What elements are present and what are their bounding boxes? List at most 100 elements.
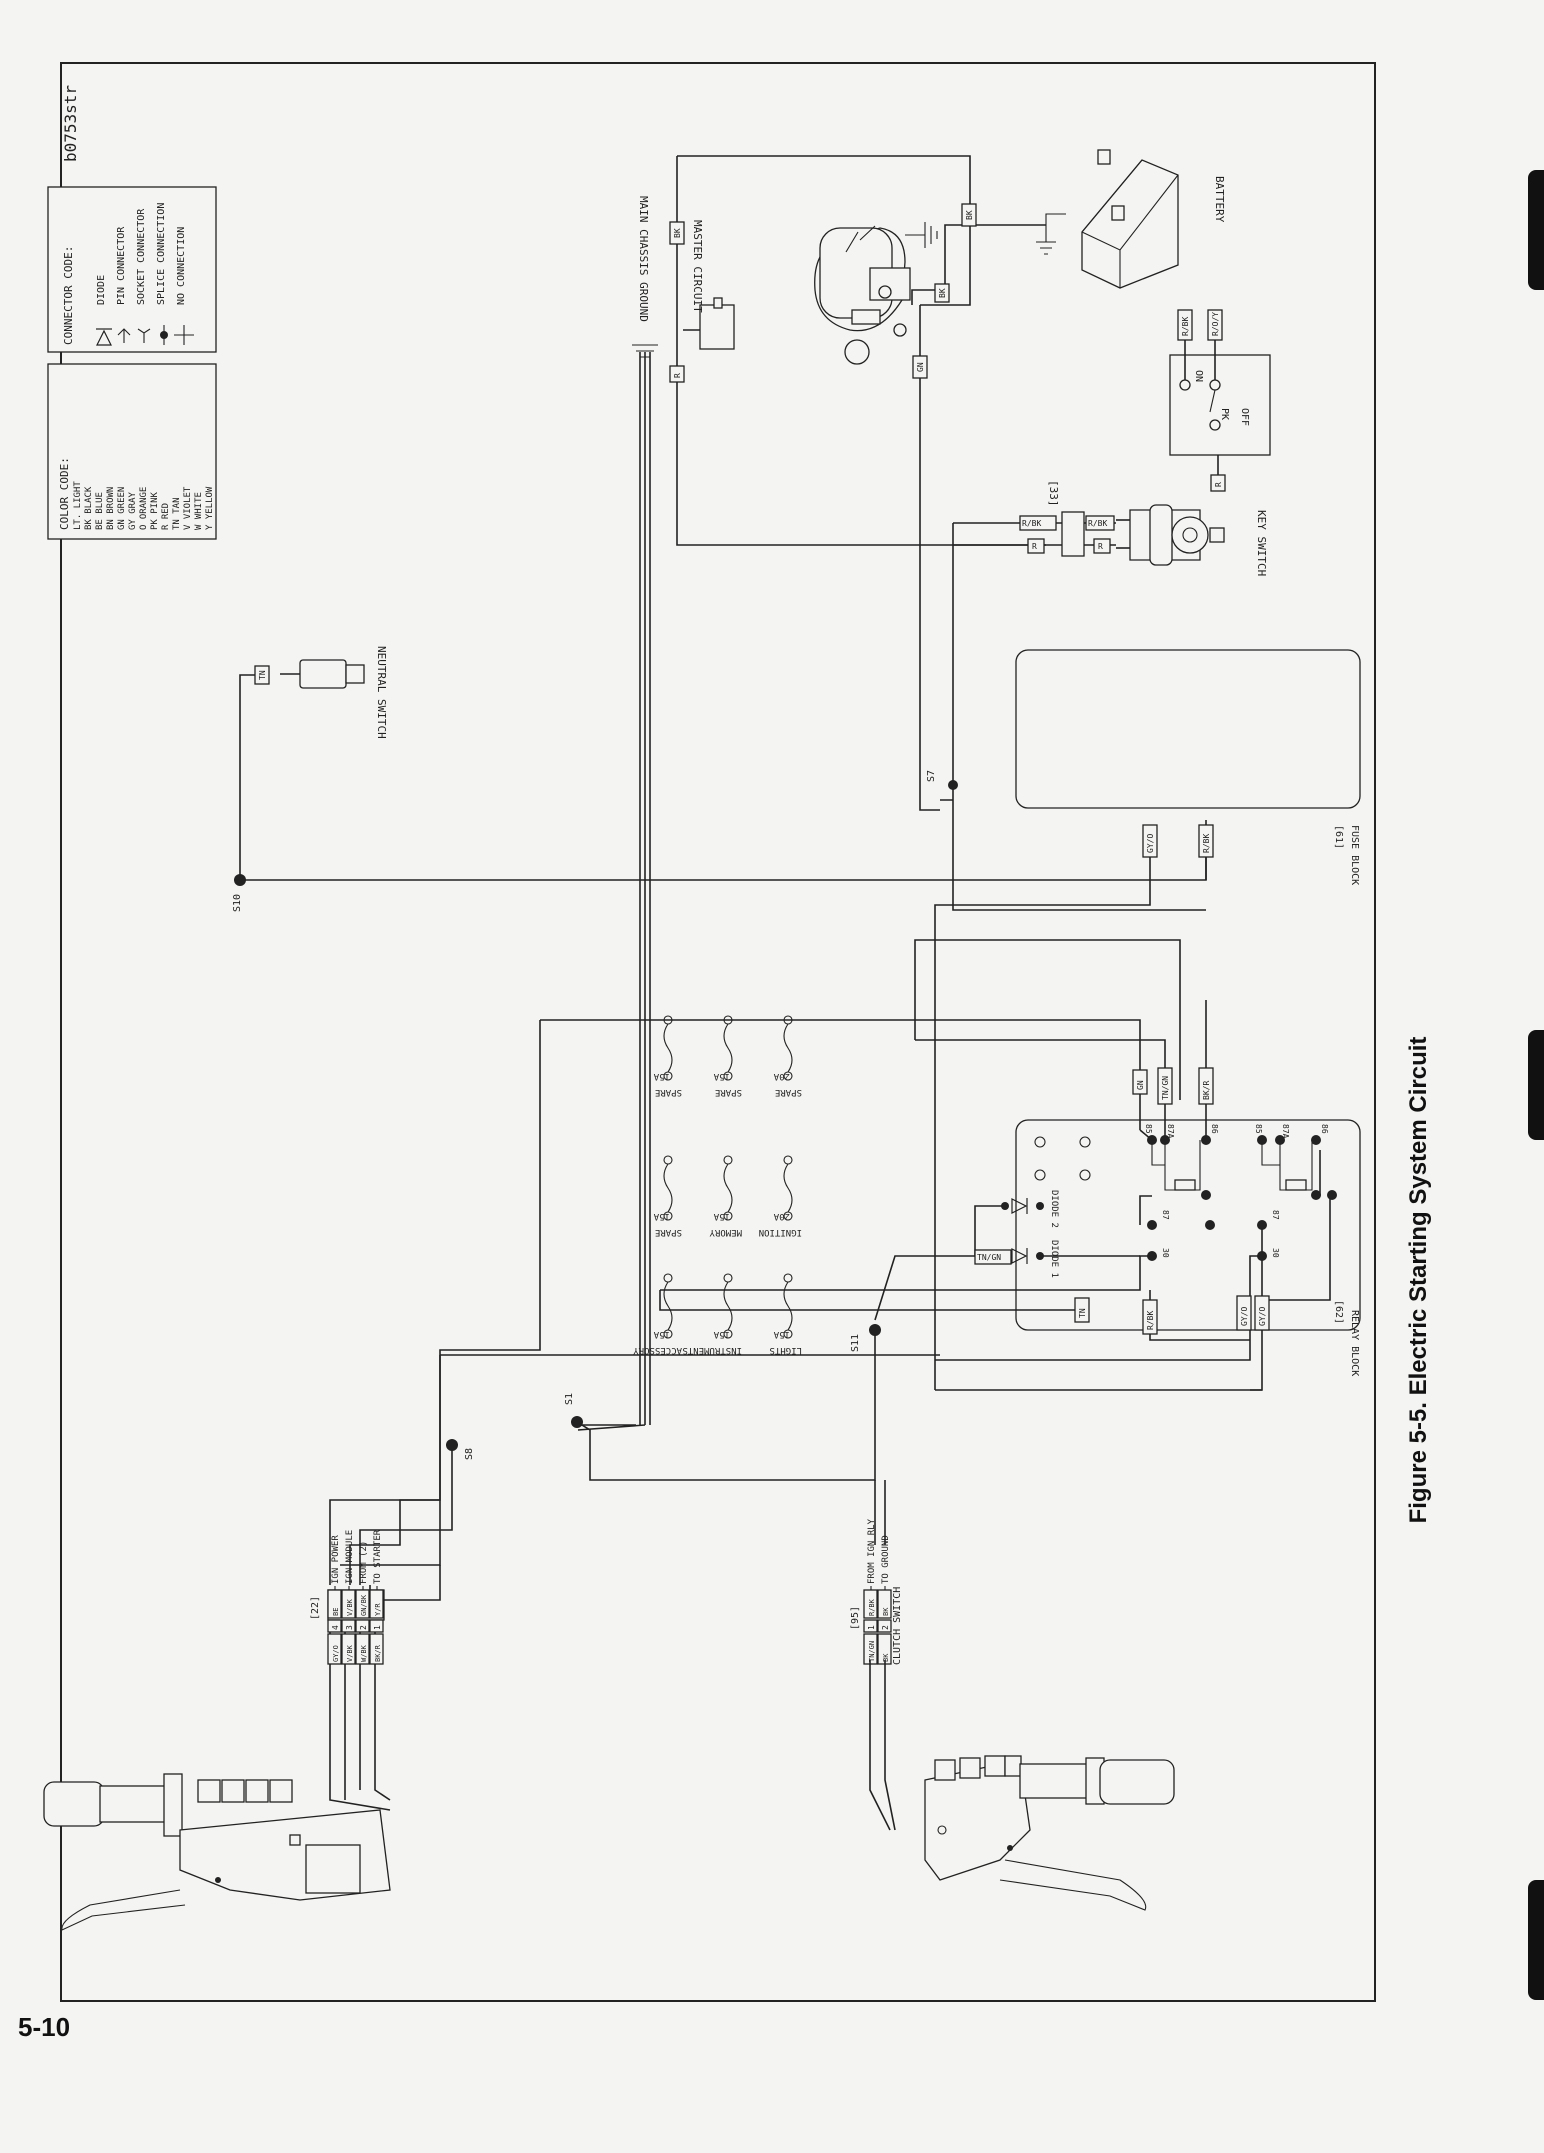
relay-rbk-tag: R/BK xyxy=(1146,1311,1155,1330)
pin-number: 1 xyxy=(867,1625,876,1630)
connector-code-legend: CONNECTOR CODE: DIODE PIN CONNECTOR SOCK… xyxy=(47,186,217,353)
key-rbk-left-tag: R/BK xyxy=(1022,519,1041,528)
connector-code-title: CONNECTOR CODE: xyxy=(62,246,75,345)
pin-label: FROM (2) xyxy=(359,1541,369,1584)
figure-caption: Figure 5-5. Electric Starting System Cir… xyxy=(1405,1036,1432,1524)
connector-code-socket: SOCKET CONNECTOR xyxy=(136,208,147,305)
connector_22-pin: Y/R 1BK/R TO STARTER xyxy=(369,1529,384,1665)
fuse-rating: 15A xyxy=(713,1071,730,1081)
relay-pin: 30 xyxy=(1161,1248,1170,1258)
fuse-6: LIGHTS 15A xyxy=(769,1273,802,1355)
neutral-switch-tag: TN xyxy=(258,670,267,680)
connector-code-noconn: NO CONNECTION xyxy=(176,227,187,305)
relay-pin: 87 xyxy=(1161,1210,1170,1220)
relay-gyo-tag: GY/O xyxy=(1240,1307,1249,1326)
relay-gn-tag: GN xyxy=(1136,1080,1145,1090)
fuse-rbk-tag: R/BK xyxy=(1202,834,1211,853)
pin-number: 2 xyxy=(881,1625,890,1630)
fuse-rating: 15A xyxy=(713,1329,730,1339)
fuse-block-connector: [61] xyxy=(1333,825,1344,849)
fuse-name: IGNITION xyxy=(759,1227,802,1237)
splice-s11: S11 xyxy=(850,1334,861,1352)
left-tag: V/BK xyxy=(346,1598,354,1616)
socket-connector-icon xyxy=(137,328,151,343)
splice-s8: S8 xyxy=(464,1448,475,1460)
fuse-rating: 15A xyxy=(713,1211,730,1221)
fuse-5: SPARE 15A xyxy=(713,1015,742,1097)
fuse-rating: 15A xyxy=(773,1329,790,1339)
pin-label: TO STARTER xyxy=(373,1529,383,1584)
relay-block-label: RELAY BLOCK xyxy=(1349,1310,1360,1376)
key-rbk-right-tag: R/BK xyxy=(1088,519,1107,528)
master-circuit-relay: MASTER CIRCUIT xyxy=(683,220,735,350)
pin-label: IGN POWER xyxy=(331,1535,341,1584)
fuse-name: LIGHTS xyxy=(769,1345,802,1355)
starter-motor xyxy=(814,225,911,365)
fuse-name: INSTRUMENTS xyxy=(682,1345,742,1355)
diagram-frame xyxy=(60,62,1376,2002)
page-number: 5-10 xyxy=(18,2012,71,2042)
key-switch-connector: [33] xyxy=(1047,480,1060,507)
key-bottom-tag: R xyxy=(1214,482,1223,487)
drawing-id: b0753str xyxy=(61,85,80,162)
left-tag: Y/R xyxy=(374,1603,382,1616)
fuse-name: SPARE xyxy=(715,1087,742,1097)
pin-label: FROM IGN RLY xyxy=(867,1518,877,1584)
pin-number: 3 xyxy=(345,1625,354,1630)
fuse-rating: 15A xyxy=(653,1329,670,1339)
pin-label: TO GROUND xyxy=(881,1535,891,1584)
key-switch-label: KEY SWITCH xyxy=(1255,510,1268,576)
color-code-item: TN TAN xyxy=(172,497,182,530)
key-position-off: OFF xyxy=(1239,408,1250,426)
color-code-item: LT. LIGHT xyxy=(73,481,83,530)
diode-symbol-icon xyxy=(96,328,112,346)
connector-code-pin: PIN CONNECTOR xyxy=(116,226,127,305)
relay-block-connector: [62] xyxy=(1333,1300,1344,1324)
relay-tngn-tag: TN/GN xyxy=(1161,1076,1170,1100)
diode-2-label: DIODE 2 xyxy=(1049,1190,1059,1228)
key-switch-positions: ON PK OFF xyxy=(1169,354,1271,456)
relay-pin: 87A xyxy=(1166,1124,1175,1139)
fuse-name: SPARE xyxy=(775,1087,802,1097)
relay-block: RELAY BLOCK [62] xyxy=(1015,1119,1361,1376)
relay-pin: 86 xyxy=(1320,1124,1329,1134)
color-code-item: BE BLUE xyxy=(95,492,105,530)
key-switch: KEY SWITCH [33] xyxy=(1047,480,1268,576)
relay-1: 85 87A 86 87 30 xyxy=(1144,1124,1219,1261)
fuse-3: INSTRUMENTS 15A xyxy=(682,1273,742,1355)
splice-s7: S7 xyxy=(926,770,937,782)
left-tag: BE xyxy=(332,1608,340,1616)
battery-ground-icon xyxy=(1036,213,1066,255)
relay-tn-tag: TN xyxy=(1078,1308,1087,1318)
master-top-tag: BK xyxy=(673,228,682,238)
key-position-pk: PK xyxy=(1219,408,1230,420)
left-tag: BK xyxy=(882,1607,890,1616)
left-tag: GN/BK xyxy=(360,1594,368,1616)
color-code-item: BN BROWN xyxy=(106,487,116,530)
starter-r-tag: R xyxy=(673,373,682,378)
diode-tngn-tag: TN/GN xyxy=(977,1253,1001,1262)
color-code-item: BK BLACK xyxy=(84,486,94,530)
splice-s1: S1 xyxy=(564,1393,575,1405)
pin-number: 4 xyxy=(331,1625,340,1630)
color-code-item: R RED xyxy=(161,503,171,530)
master-circuit-label: MASTER CIRCUIT xyxy=(691,220,704,313)
fuse-block-label: FUSE BLOCK xyxy=(1349,825,1360,885)
color-code-item: O ORANGE xyxy=(139,487,149,530)
neutral-switch: TN NEUTRAL SWITCH xyxy=(254,646,388,739)
pin-number: 1 xyxy=(373,1625,382,1630)
battery: BATTERY xyxy=(1081,149,1226,289)
main-chassis-ground-label: MAIN CHASSIS GROUND xyxy=(637,196,650,322)
right-tag: BK/R xyxy=(374,1644,382,1662)
